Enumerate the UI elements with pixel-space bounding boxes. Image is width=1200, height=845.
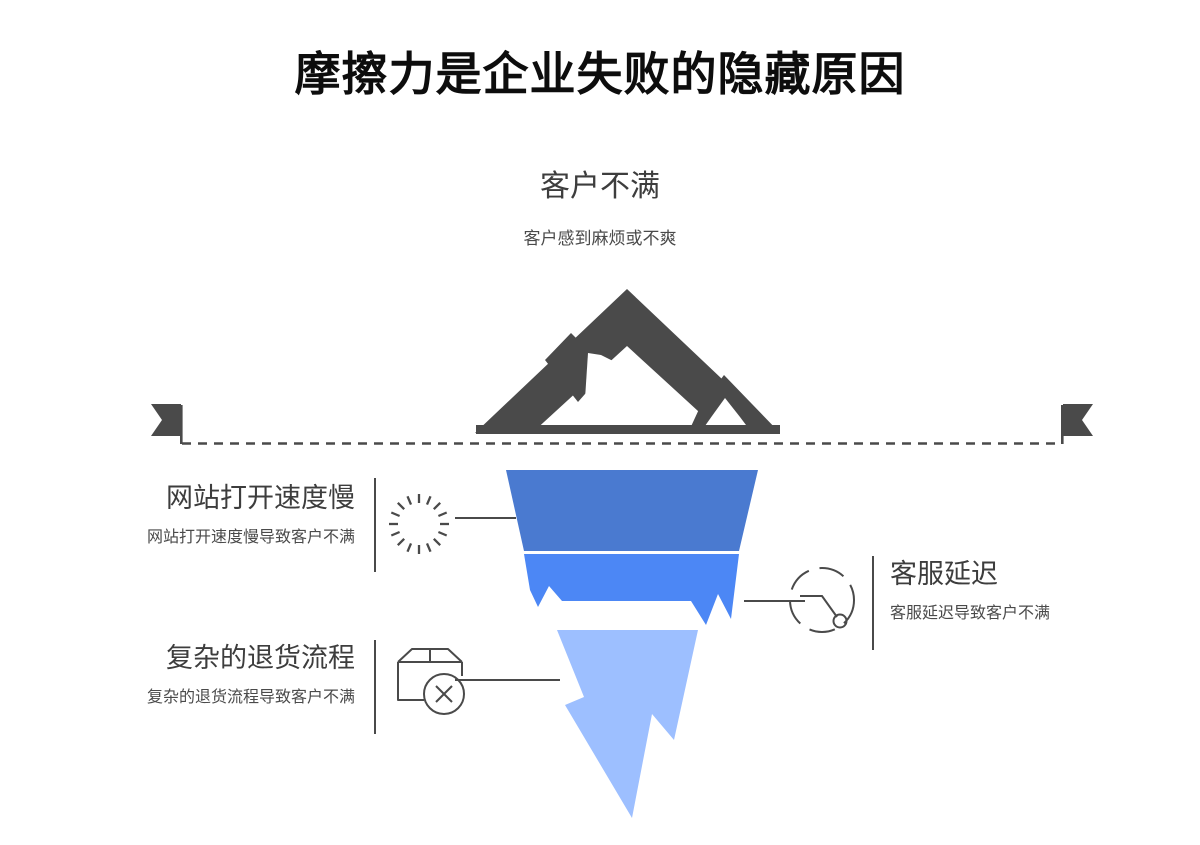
- iceberg-bottom-layer: [557, 630, 698, 818]
- flag-marker-right: [1061, 404, 1093, 444]
- package-rejected-icon: [397, 648, 465, 715]
- cause-heading-slow-site: 网站打开速度慢: [166, 483, 355, 513]
- separator-slow-site: [374, 478, 376, 572]
- cause-description-support-delay: 客服延迟导致客户不满: [890, 605, 1051, 623]
- top-heading: 客户不满: [540, 170, 660, 203]
- cause-heading-support-delay: 客服延迟: [890, 559, 998, 589]
- mountain-icon: [475, 289, 780, 434]
- cause-block-support-delay: 客服延迟 客服延迟导致客户不满: [890, 558, 1190, 624]
- loading-spinner-icon: [389, 494, 449, 554]
- clock-icon: [789, 567, 855, 633]
- cause-description-slow-site: 网站打开速度慢导致客户不满: [146, 529, 355, 547]
- flag-marker-left: [151, 404, 183, 444]
- page-title: 摩擦力是企业失败的隐藏原因: [294, 48, 906, 100]
- cause-heading-complex-returns: 复杂的退货流程: [166, 643, 355, 673]
- cause-block-slow-site: 网站打开速度慢 网站打开速度慢导致客户不满: [60, 482, 355, 548]
- top-description: 客户感到麻烦或不爽: [523, 229, 677, 248]
- iceberg-middle-layer: [524, 554, 739, 625]
- cause-description-complex-returns: 复杂的退货流程导致客户不满: [146, 689, 355, 707]
- cause-block-complex-returns: 复杂的退货流程 复杂的退货流程导致客户不满: [60, 642, 355, 708]
- separator-complex-returns: [374, 640, 376, 734]
- iceberg-top-layer: [506, 470, 758, 551]
- separator-support-delay: [872, 556, 874, 650]
